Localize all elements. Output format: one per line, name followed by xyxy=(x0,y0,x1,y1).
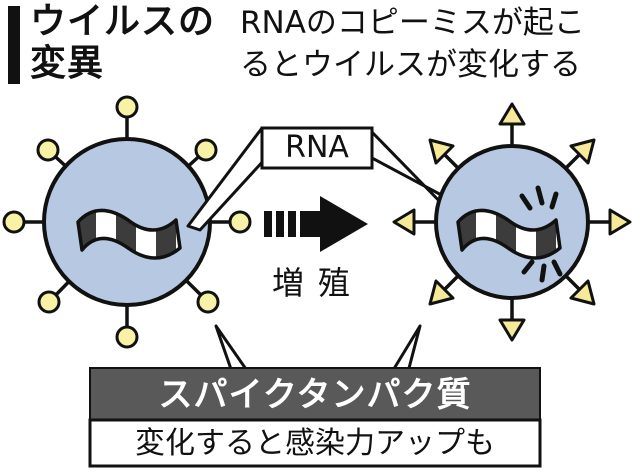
spike-tip xyxy=(2,210,26,234)
spike-callout xyxy=(214,324,422,374)
spike-tip xyxy=(428,279,455,306)
spike-desc-box xyxy=(88,418,542,468)
spike-tip xyxy=(392,208,416,236)
spike-tip xyxy=(608,208,632,236)
spike-tip xyxy=(115,95,139,119)
subtitle-line-1: RNAのコピーミスが起こ xyxy=(240,5,585,41)
spike-tip xyxy=(36,138,60,162)
original-virus xyxy=(2,95,252,349)
rna-label-box xyxy=(260,126,374,170)
spike-tip xyxy=(569,279,596,306)
spike-tip xyxy=(569,138,596,165)
spike-tip xyxy=(196,290,220,314)
spike-tip xyxy=(37,290,61,314)
rna-strand xyxy=(456,208,562,260)
rna-label: RNA xyxy=(285,130,349,165)
spike-tip xyxy=(228,210,252,234)
title-line-1: ウイルスの xyxy=(30,1,216,42)
spike-tip xyxy=(498,102,526,126)
rna-strand xyxy=(76,208,182,260)
spike-label-box xyxy=(89,367,541,423)
mutated-virus xyxy=(392,102,632,342)
rna-callout xyxy=(186,126,464,232)
spike-description: 変化すると感染力アップも xyxy=(135,426,495,461)
spike-tip xyxy=(498,318,526,342)
title-accent-bar xyxy=(8,6,20,84)
spike-tip xyxy=(194,138,218,162)
spike-protein-label: スパイクタンパク質 xyxy=(158,375,472,415)
spike-tip xyxy=(115,325,139,349)
proliferation-label: 増殖 xyxy=(271,264,364,302)
subtitle-line-2: るとウイルスが変化する xyxy=(240,47,581,83)
right-arrow-icon xyxy=(264,196,368,252)
spike-tip xyxy=(428,138,455,165)
title-line-2: 変異 xyxy=(30,43,105,84)
mutation-burst-icon xyxy=(519,185,563,283)
